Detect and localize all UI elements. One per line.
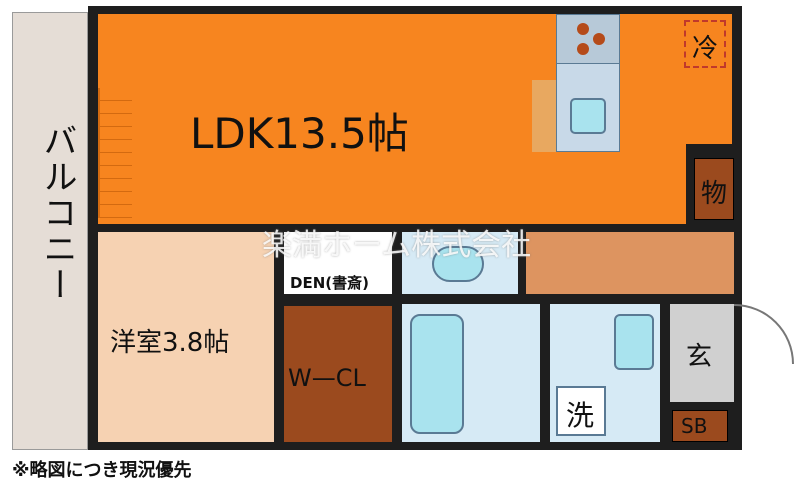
western-room-label: 洋室3.8帖 (110, 328, 230, 358)
balcony-area: バルコニー (12, 12, 88, 450)
kitchen-stovetop (556, 14, 620, 64)
entrance-door-arc (734, 304, 794, 364)
western-room (98, 232, 274, 442)
den-label: DEN(書斎) (290, 274, 369, 292)
entrance (670, 304, 734, 402)
shoe-box: SB (672, 410, 728, 442)
walk-in-closet-label: W—CL (288, 364, 366, 392)
bathtub-icon (410, 314, 464, 434)
refrigerator-space: 冷 (684, 20, 726, 68)
laundry-label: 洗 (566, 399, 595, 432)
balcony-label: バルコニー (37, 123, 77, 303)
toilet-icon (432, 246, 484, 282)
washbasin-icon (614, 314, 654, 370)
footnote: ※略図につき現況優先 (12, 460, 192, 481)
storage-closet: 物 (694, 158, 734, 220)
burner-icon (577, 23, 589, 35)
ldk-room-lower (536, 144, 686, 224)
kitchen-side-counter (532, 80, 556, 152)
den-room (284, 232, 392, 294)
burner-icon (577, 43, 589, 55)
ldk-room (98, 14, 536, 224)
ldk-label: LDK13.5帖 (190, 109, 409, 158)
storage-label: 物 (701, 179, 728, 209)
window-grid (98, 88, 132, 218)
washing-machine-space: 洗 (556, 386, 606, 436)
company-watermark: 楽満ホーム株式会社 (262, 228, 532, 263)
refrigerator-label: 冷 (692, 34, 719, 64)
shoe-box-label: SB (681, 414, 708, 438)
walk-in-closet (284, 306, 392, 442)
kitchen-sink (570, 98, 606, 134)
entrance-label: 玄 (686, 342, 713, 372)
burner-icon (593, 33, 605, 45)
hall (526, 232, 734, 294)
